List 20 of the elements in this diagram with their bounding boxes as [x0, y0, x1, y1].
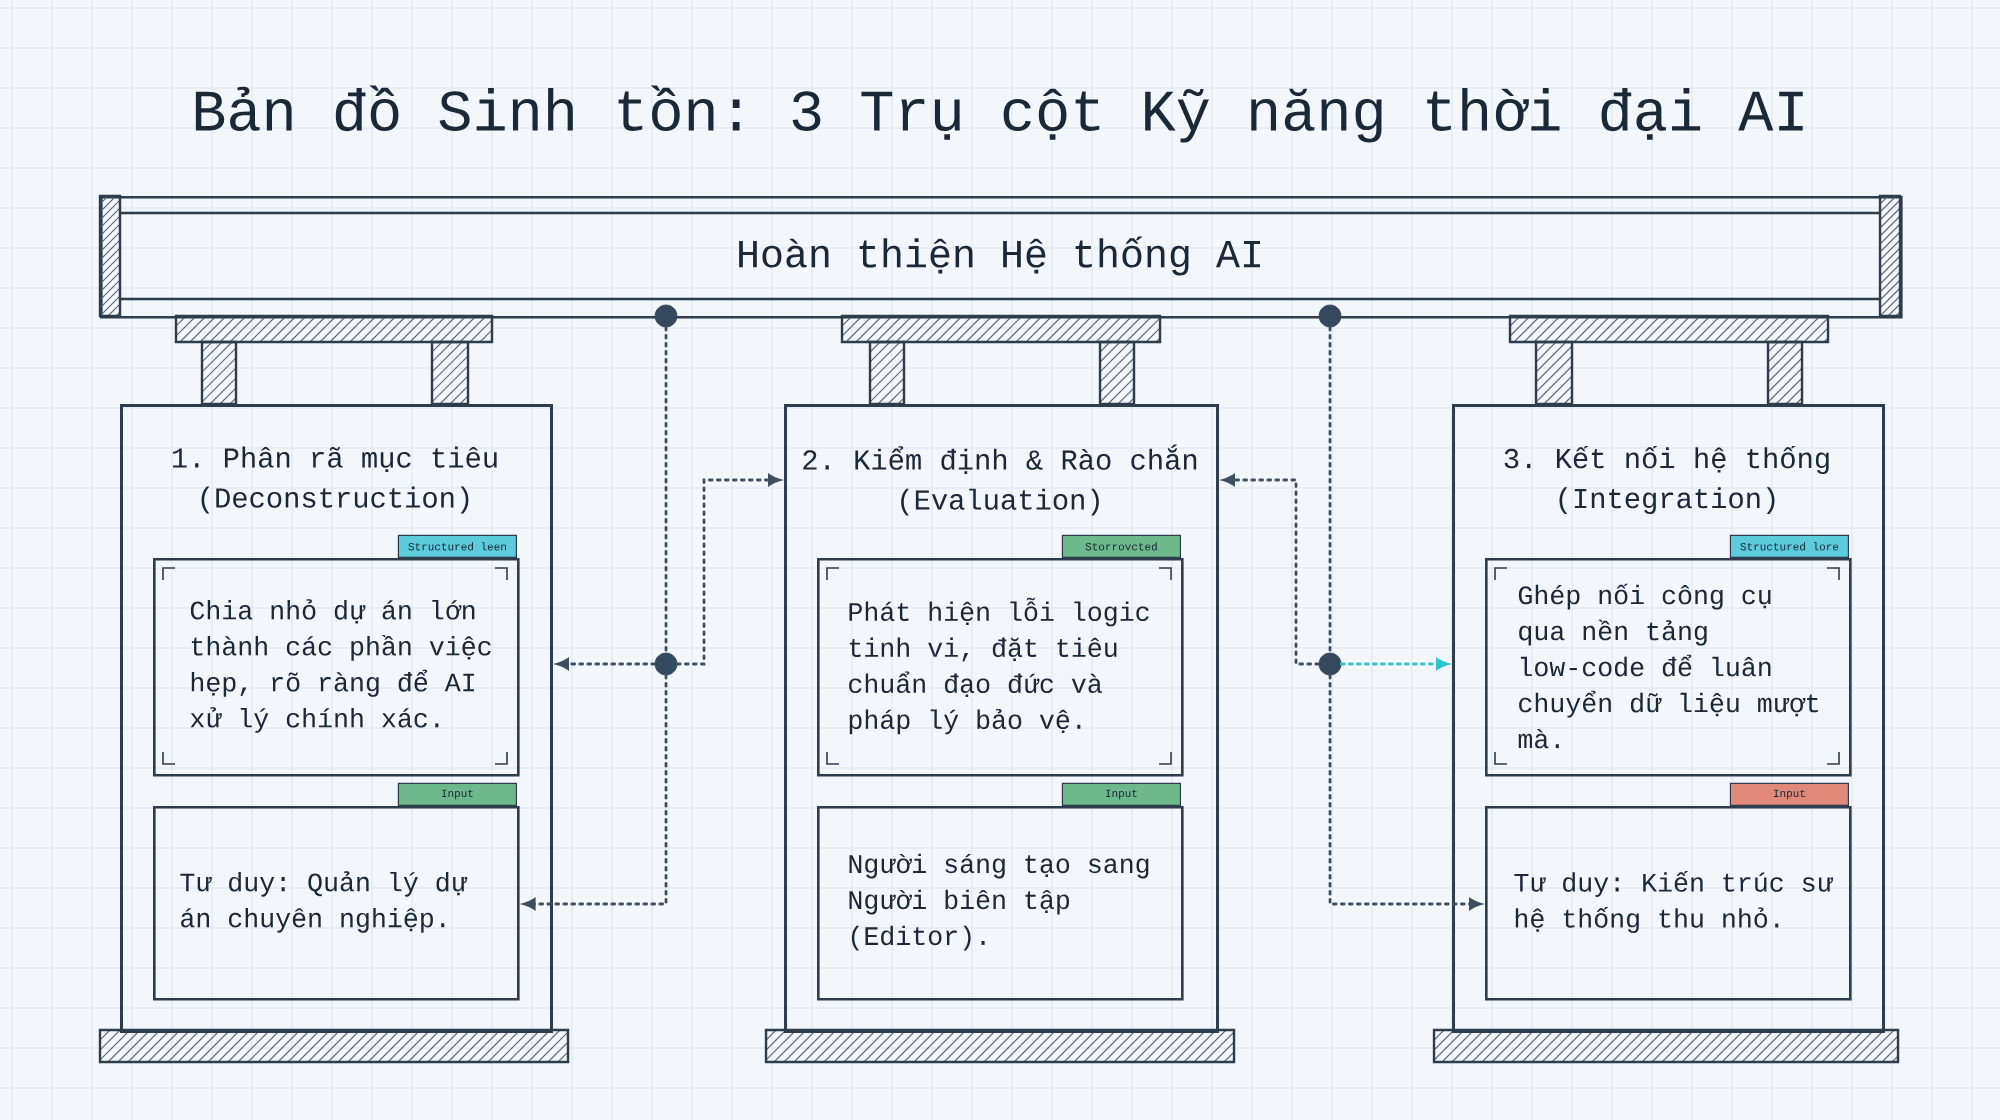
beam-box: Hoàn thiện Hệ thống AI	[98, 194, 1903, 319]
arrow	[1340, 658, 1449, 670]
arrow	[523, 674, 668, 910]
text-box: Tư duy: Quản lý dự án chuyên nghiệp.	[153, 806, 520, 1001]
arrow	[676, 474, 781, 666]
arrow	[1328, 674, 1482, 910]
text-box: Chia nhỏ dự án lớn thành các phần việc hẹp, rõ ràng để AI xử lý chính xác.	[153, 558, 520, 777]
text-box: Ghép nối công cụ qua nền tảng low-code để luân chuyển dữ liệu mượt mà.	[1485, 558, 1852, 777]
connector-line	[664, 326, 668, 654]
junction-dot	[654, 652, 678, 676]
arrow	[1222, 474, 1320, 666]
text-box: Phát hiện lỗi logic tinh vi, đặt tiêu chuẩn đạo đức và pháp lý bảo vệ.	[817, 558, 1184, 777]
arrow	[556, 658, 656, 670]
text-box: Người sáng tạo sang Người biên tập (Editor).	[817, 806, 1184, 1001]
connector-line	[1328, 326, 1332, 654]
junction-dot	[1318, 304, 1342, 328]
junction-dot	[654, 304, 678, 328]
junction-dot	[1318, 652, 1342, 676]
text-box: Tư duy: Kiến trúc sư hệ thống thu nhỏ.	[1485, 806, 1852, 1001]
title: Bản đồ Sinh tồn: 3 Trụ cột Kỹ năng thời đại AI	[195, 85, 1803, 143]
